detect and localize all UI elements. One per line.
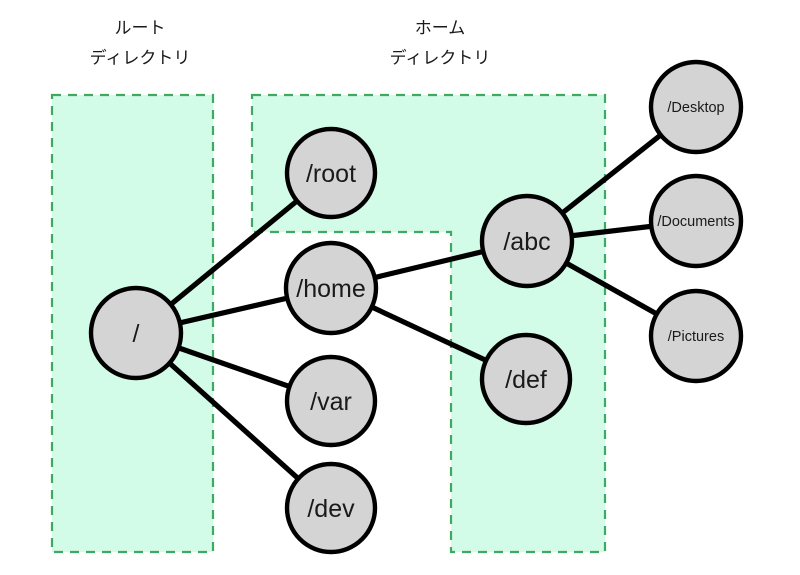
node-home-circle[interactable]: [283, 240, 379, 336]
node-rootdir-label: /root: [306, 160, 356, 188]
node-home[interactable]: /home: [283, 240, 379, 336]
node-dev[interactable]: /dev: [284, 461, 378, 555]
node-dev-label: /dev: [307, 495, 355, 523]
node-root-label: /: [133, 320, 140, 348]
node-rootdir[interactable]: /root: [284, 126, 378, 220]
node-def[interactable]: /def: [479, 332, 573, 426]
node-def-label: /def: [505, 366, 547, 394]
root-directory-region-caption-line2: ディレクトリ: [90, 48, 191, 68]
node-pictures-circle[interactable]: [648, 288, 744, 384]
node-var-circle[interactable]: [284, 354, 378, 448]
home-directory-region-caption-line2: ディレクトリ: [390, 48, 491, 68]
node-documents-circle[interactable]: [648, 173, 744, 269]
node-var[interactable]: /var: [284, 354, 378, 448]
node-root[interactable]: /: [88, 285, 184, 381]
node-documents-label: /Documents: [657, 214, 734, 230]
node-pictures[interactable]: /Pictures: [648, 288, 744, 384]
home-directory-region-caption-line1: ホーム: [415, 19, 466, 38]
node-abc-circle[interactable]: [479, 193, 575, 289]
node-desktop-circle[interactable]: [648, 59, 744, 155]
node-home-label: /home: [296, 275, 365, 303]
node-def-circle[interactable]: [479, 332, 573, 426]
node-group: / /root/home/var/dev/abc/def/Desktop/Docu…: [88, 59, 744, 555]
root-directory-region-caption-line1: ルート: [115, 19, 166, 38]
node-dev-circle[interactable]: [284, 461, 378, 555]
node-desktop[interactable]: /Desktop: [648, 59, 744, 155]
node-desktop-label: /Desktop: [667, 100, 724, 116]
node-var-label: /var: [310, 388, 352, 416]
node-root-circle[interactable]: [88, 285, 184, 381]
node-abc[interactable]: /abc: [479, 193, 575, 289]
node-pictures-label: /Pictures: [668, 329, 724, 345]
node-rootdir-circle[interactable]: [284, 126, 378, 220]
node-documents[interactable]: /Documents: [648, 173, 744, 269]
node-abc-label: /abc: [503, 228, 550, 256]
